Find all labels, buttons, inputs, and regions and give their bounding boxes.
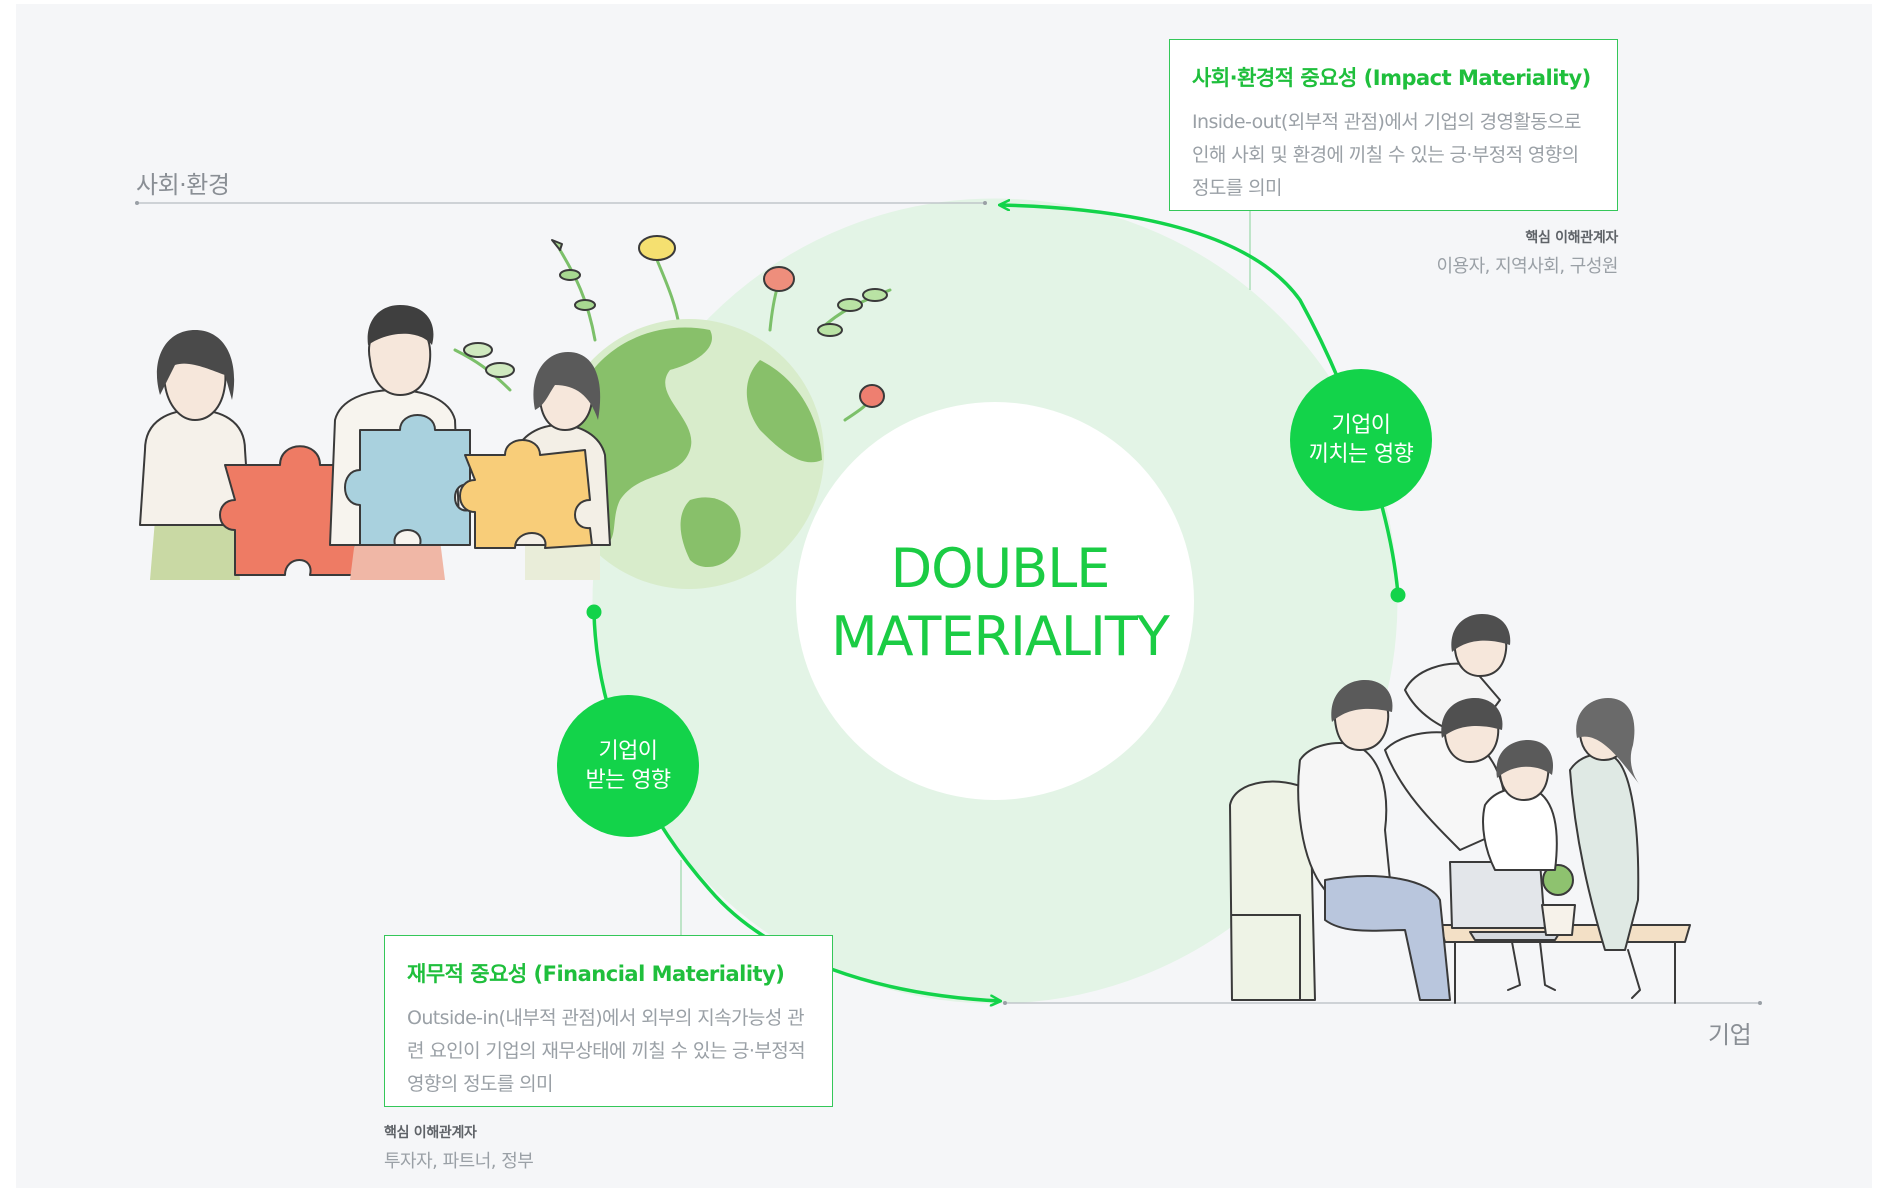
company-axis-label: 기업 xyxy=(1708,1021,1752,1049)
financial-stakeholder-title: 핵심 이해관계자 xyxy=(384,1125,477,1141)
inner-white-circle xyxy=(796,402,1194,800)
title-line-2: MATERIALITY xyxy=(831,605,1170,668)
impact-badge-line-2: 끼치는 영향 xyxy=(1308,442,1414,467)
title-line-1: DOUBLE xyxy=(890,537,1111,600)
impact-badge-line-1: 기업이 xyxy=(1331,413,1392,438)
impact-arrow xyxy=(1000,205,1400,596)
financial-badge-line-2: 받는 영향 xyxy=(585,768,672,793)
double-materiality-title: DOUBLE MATERIALITY xyxy=(790,535,1210,671)
financial-badge: 기업이 받는 영향 xyxy=(557,695,699,837)
top-axis-dot-end xyxy=(983,201,987,205)
society-environment-axis-label: 사회·환경 xyxy=(136,171,230,199)
impact-badge: 기업이 끼치는 영향 xyxy=(1290,369,1432,511)
impact-arrow-start-dot xyxy=(1390,587,1406,603)
impact-materiality-box: 사회·환경적 중요성 (Impact Materiality) Inside-o… xyxy=(1169,39,1618,211)
office-team-illustration xyxy=(1229,614,1691,1004)
financial-badge-line-1: 기업이 xyxy=(598,739,659,764)
bottom-axis-dot-start xyxy=(1003,1001,1007,1005)
financial-arrow-start-dot xyxy=(586,604,602,620)
financial-stakeholder-list: 투자자, 파트너, 정부 xyxy=(384,1151,534,1172)
impact-stakeholder-list: 이용자, 지역사회, 구성원 xyxy=(1436,256,1619,277)
financial-materiality-box: 재무적 중요성 (Financial Materiality) Outside-… xyxy=(384,935,833,1107)
bottom-axis-dot-end xyxy=(1758,1001,1762,1005)
financial-materiality-title: 재무적 중요성 (Financial Materiality) xyxy=(407,962,785,986)
financial-materiality-description: Outside-in(내부적 관점)에서 외부의 지속가능성 관련 요인이 기업… xyxy=(407,1007,806,1095)
impact-stakeholders: 핵심 이해관계자 이용자, 지역사회, 구성원 xyxy=(1380,227,1619,278)
materiality-ring xyxy=(592,198,1398,1004)
impact-stakeholder-title: 핵심 이해관계자 xyxy=(1525,230,1618,246)
impact-materiality-description: Inside-out(외부적 관점)에서 기업의 경영활동으로 인해 사회 및 … xyxy=(1192,111,1582,199)
people-puzzle-earth-illustration xyxy=(139,235,892,589)
impact-materiality-title: 사회·환경적 중요성 (Impact Materiality) xyxy=(1192,66,1591,90)
top-axis-dot-start xyxy=(135,201,139,205)
financial-stakeholders: 핵심 이해관계자 투자자, 파트너, 정부 xyxy=(384,1122,684,1173)
